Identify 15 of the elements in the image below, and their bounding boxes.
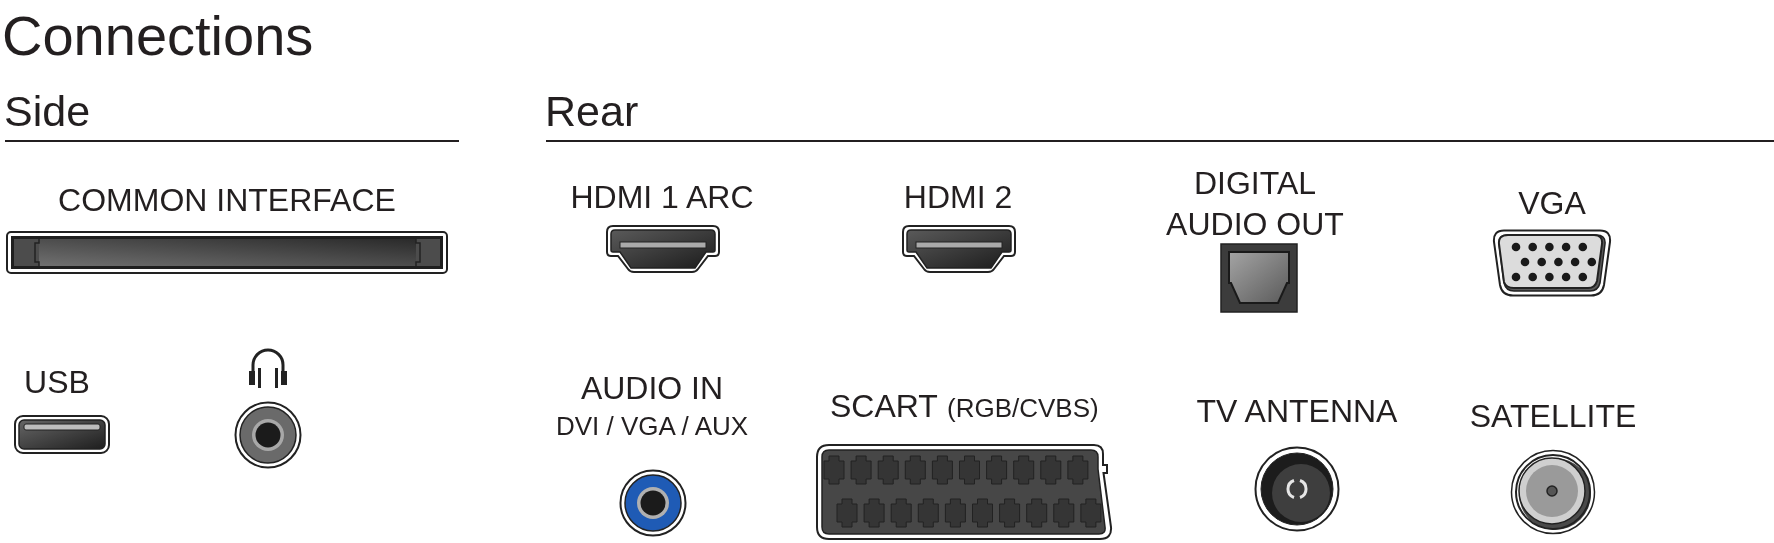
port-label: DIGITAL AUDIO OUT	[1165, 164, 1345, 245]
port-label: SATELLITE	[1469, 399, 1637, 432]
page-title: Connections	[2, 7, 314, 64]
port-sublabel: (RGB/CVBS)	[947, 395, 1099, 421]
section-heading: Side	[4, 89, 91, 133]
port-label: TV ANTENNA	[1196, 394, 1398, 427]
port-label: HDMI 2	[903, 180, 1013, 213]
port-label: AUDIO IN	[580, 371, 724, 404]
section-heading: Rear	[545, 89, 639, 133]
port-label: HDMI 1 ARC	[570, 180, 754, 213]
port-sublabel: DVI / VGA / AUX	[555, 413, 749, 439]
port-label: COMMON INTERFACE	[58, 183, 396, 216]
port-label: SCART	[830, 389, 938, 422]
port-label: VGA	[1518, 186, 1586, 219]
port-label: USB	[24, 365, 90, 398]
